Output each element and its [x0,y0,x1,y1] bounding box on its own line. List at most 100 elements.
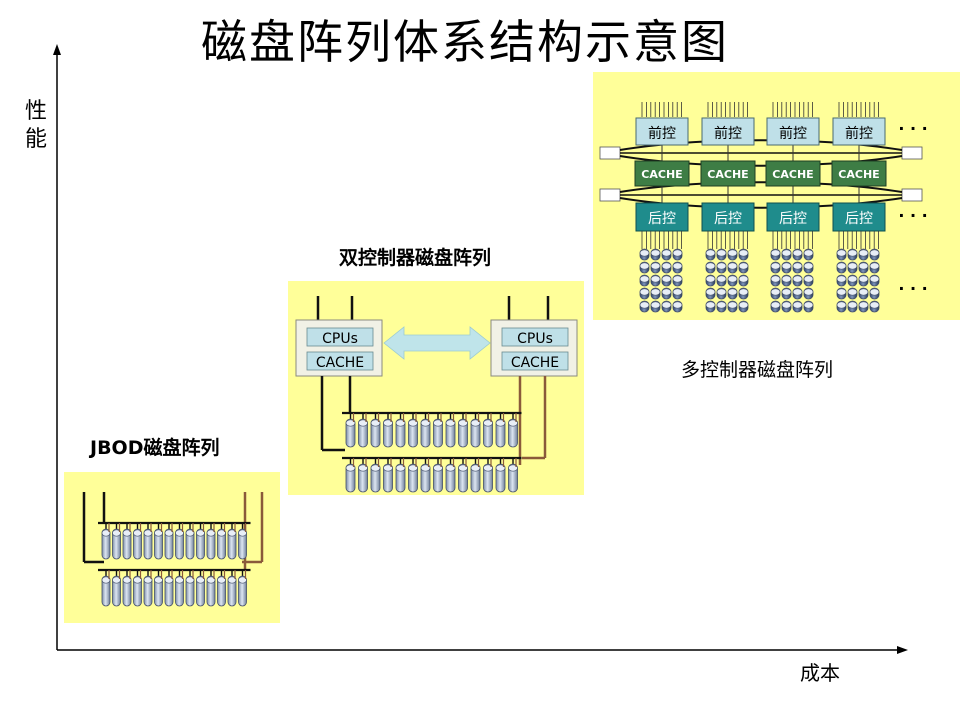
switch-port [901,188,923,202]
disk-top [122,529,132,537]
disk-top [770,262,781,270]
disk-top [770,301,781,309]
front-controller-label: 前控 [648,125,676,142]
disk-top [705,262,716,270]
disk-top [727,301,738,309]
switch-port [599,146,621,160]
multi-controller-caption: 多控制器磁盘阵列 [681,359,834,381]
disk [143,575,153,607]
disk-top [408,464,418,472]
back-controller-label: 后控 [648,211,676,227]
disk-top [716,301,727,309]
back-controller-2 [701,202,755,232]
disk-top [495,419,506,427]
disk-top [639,262,650,270]
disk-top [395,464,406,472]
sync-double-arrow [383,326,491,360]
left-cache-label: CACHE [316,355,364,371]
disk-top [847,275,858,283]
disk-top [792,262,803,270]
disk-top [836,288,847,296]
disk-top [383,419,393,427]
cache-module-label: CACHE [838,168,879,181]
back-controller-1 [635,202,689,232]
disk-top [206,529,216,537]
disk-top [858,288,869,296]
disk-top [358,464,368,472]
disk [238,528,247,560]
disk-top [112,529,121,537]
cache-module-label: CACHE [707,168,748,181]
disk [227,528,237,560]
disk-top [716,275,727,283]
disk-top [185,576,195,584]
disk-top [196,529,205,537]
interconnect-curve [619,139,903,151]
disk-top [164,576,174,584]
disk-top [836,249,847,257]
cache-module-label: CACHE [641,168,682,181]
disk-top [836,275,847,283]
interconnect-curve [619,155,903,167]
disk-top [705,249,716,257]
disk-top [781,288,792,296]
switch-port [599,188,621,202]
disk-top [495,464,506,472]
disk-top [433,464,443,472]
disk-top [370,419,381,427]
disk [196,528,205,560]
disk-top [445,464,456,472]
disk-top [738,288,749,296]
disk-top [770,275,781,283]
disk [112,575,121,607]
disk-top [133,529,142,537]
disk-top [803,275,814,283]
disk-top [738,249,749,257]
cache-module-1 [634,160,690,187]
ellipsis-front: · · · [898,119,927,138]
disk-top [858,275,869,283]
disk-top [650,275,661,283]
disk-top [508,419,518,427]
disk-top [792,275,803,283]
disk-top [738,275,749,283]
disk [133,575,142,607]
disk-top [639,288,650,296]
disk-top [869,301,880,309]
front-controller-1 [635,117,689,146]
disk [217,528,226,560]
disk-top [847,249,858,257]
jbod-caption: JBOD磁盘阵列 [90,437,220,459]
disk-top [433,419,443,427]
disk-top [650,301,661,309]
disk [185,528,195,560]
page-title: 磁盘阵列体系结构示意图 [201,15,729,69]
right-cache-box [501,351,569,371]
axes [53,44,908,654]
disk-top [420,419,431,427]
disk-top [217,576,226,584]
disk-top [705,275,716,283]
disk-top [727,249,738,257]
disk [143,528,153,560]
disk [112,528,121,560]
disk-top [238,576,247,584]
disk-top [792,301,803,309]
disk-top [185,529,195,537]
disk-top [858,301,869,309]
disk-top [781,301,792,309]
disk-top [672,301,683,309]
disk-top [803,262,814,270]
disk-top [395,419,406,427]
right-cpus-box [501,327,569,347]
disk-top [383,464,393,472]
disk-top [206,576,216,584]
disk-top [858,249,869,257]
disk [154,575,163,607]
disk-top [803,249,814,257]
disk-top [445,419,456,427]
disk-top [196,576,205,584]
interconnect-curve [619,197,903,209]
